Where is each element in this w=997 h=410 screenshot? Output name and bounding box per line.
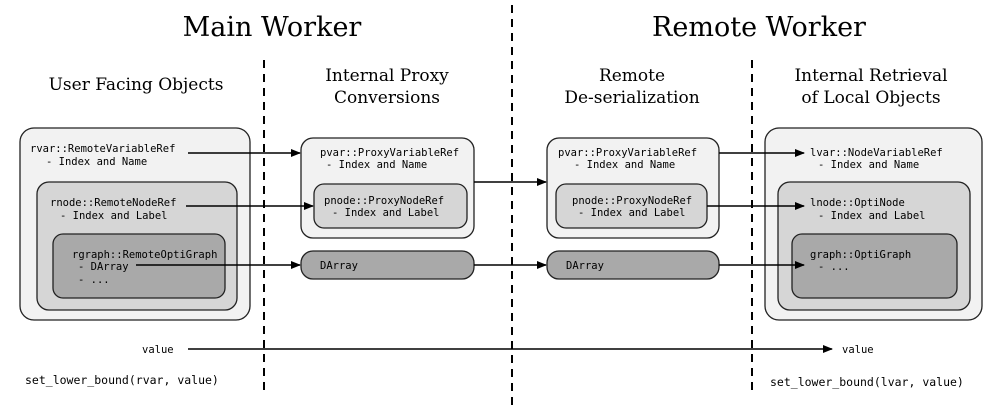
rgraph-desc-more: - ... (78, 274, 110, 286)
column-proxy-line1: Internal Proxy (325, 66, 449, 86)
lnode-label: lnode::OptiNode (810, 197, 905, 209)
proxy-pnode-desc: - Index and Label (332, 207, 439, 219)
proxy-pvar-label: pvar::ProxyVariableRef (320, 147, 459, 159)
lvar-label: lvar::NodeVariableRef (810, 147, 943, 159)
deser-pnode-desc: - Index and Label (578, 207, 685, 219)
column-retrieval-line2: of Local Objects (801, 88, 940, 108)
remote-worker-title: Remote Worker (652, 12, 866, 43)
lnode-desc: - Index and Label (818, 210, 925, 222)
proxy-pnode-label: pnode::ProxyNodeRef (324, 195, 444, 207)
column-proxy-line2: Conversions (334, 88, 440, 108)
rnode-desc: - Index and Label (60, 210, 167, 222)
column-deser-line2: De-serialization (564, 88, 699, 108)
rgraph-desc-darray: - DArray (78, 261, 129, 273)
value-label-left: value (142, 344, 174, 356)
proxy-pvar-desc: - Index and Name (326, 159, 427, 171)
main-worker-title: Main Worker (183, 12, 362, 43)
value-label-right: value (842, 344, 874, 356)
rgraph-box (52, 233, 226, 299)
rvar-desc: - Index and Name (46, 156, 147, 168)
deser-pvar-label: pvar::ProxyVariableRef (558, 147, 697, 159)
rnode-label: rnode::RemoteNodeRef (50, 197, 176, 209)
column-user-facing: User Facing Objects (49, 75, 224, 95)
column-deser-line1: Remote (599, 66, 665, 86)
lvar-desc: - Index and Name (818, 159, 919, 171)
deser-darray-label: DArray (566, 260, 604, 272)
proxy-pnode-box (313, 183, 468, 229)
rgraph-label: rgraph::RemoteOptiGraph (72, 249, 217, 261)
graph-desc: - ... (818, 261, 850, 273)
column-retrieval-line1: Internal Retrieval (794, 66, 947, 86)
set-lower-bound-rvar-call: set_lower_bound(rvar, value) (25, 373, 219, 387)
rvar-label: rvar::RemoteVariableRef (30, 143, 175, 155)
graph-label: graph::OptiGraph (810, 249, 911, 261)
graph-box (791, 233, 958, 299)
set-lower-bound-lvar-call: set_lower_bound(lvar, value) (770, 375, 964, 389)
deser-pvar-desc: - Index and Name (574, 159, 675, 171)
deser-pnode-label: pnode::ProxyNodeRef (572, 195, 692, 207)
proxy-darray-label: DArray (320, 260, 358, 272)
